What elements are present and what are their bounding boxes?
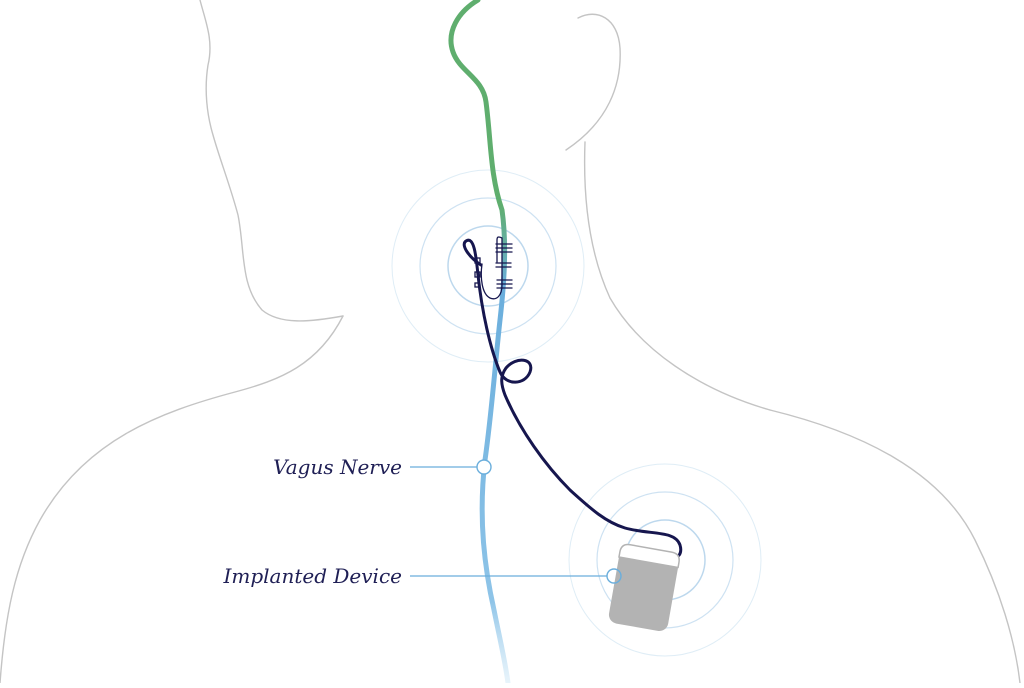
electrode-ring-inner	[447, 225, 529, 307]
right-shoulder-outline	[769, 409, 1021, 684]
lead-wire	[462, 238, 683, 560]
device-ring-outer	[568, 463, 762, 657]
face-profile-left	[199, 0, 344, 322]
neck-right-outline	[583, 141, 771, 411]
vagus-nerve-path	[448, 0, 511, 686]
implanted-device-label: Implanted Device	[222, 564, 402, 588]
device-body	[608, 544, 680, 632]
ear-outline	[565, 13, 621, 151]
implanted-device	[608, 543, 680, 632]
nerve-electrode-coil	[474, 236, 513, 300]
implanted-device-marker-dot	[606, 568, 622, 584]
electrode-u-loop	[480, 236, 503, 300]
left-shoulder-outline	[0, 315, 344, 684]
vagus-nerve-label: Vagus Nerve	[273, 455, 402, 479]
device-header-cap	[618, 543, 680, 569]
vagus-nerve-marker-dot	[476, 459, 492, 475]
electrode-ring-outer	[391, 169, 585, 363]
vagus-nerve-callout: Vagus Nerve	[273, 455, 492, 479]
implanted-device-callout: Implanted Device	[222, 564, 622, 588]
electrode-ring-middle	[419, 197, 557, 335]
